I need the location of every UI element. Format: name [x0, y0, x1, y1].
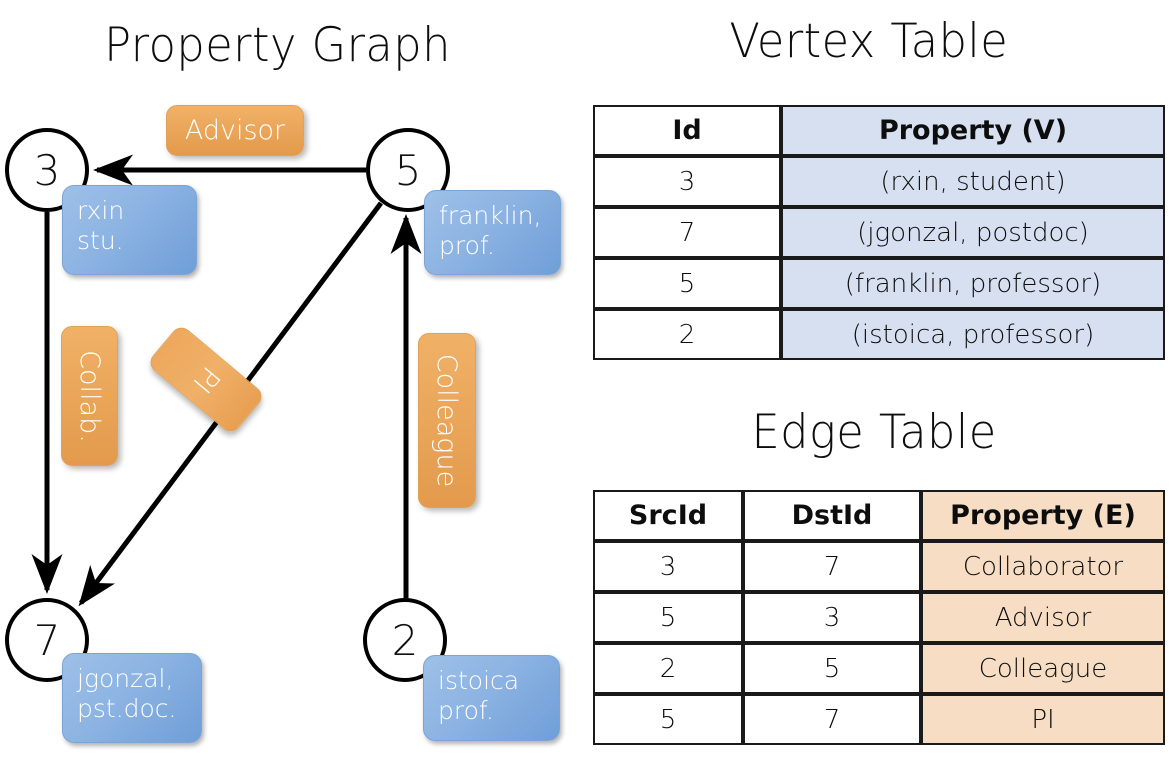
edge-cell-src: 2: [593, 643, 743, 694]
table-row[interactable]: 2 5 Colleague: [593, 643, 1165, 694]
vertex-property-box-istoica: istoica prof.: [423, 655, 560, 741]
edge-label-collab: Collab.: [61, 326, 118, 466]
vertex-cell-property: (istoica, professor): [781, 309, 1165, 360]
edge-header-dstid: DstId: [743, 490, 921, 541]
edge-cell-src: 3: [593, 541, 743, 592]
table-header-row: SrcId DstId Property (E): [593, 490, 1165, 541]
edge-label-advisor: Advisor: [166, 105, 304, 156]
table-row[interactable]: 5 7 PI: [593, 694, 1165, 745]
vertex-cell-property: (rxin, student): [781, 156, 1165, 207]
edge-label-colleague-text: Colleague: [431, 353, 463, 488]
vertex-property-box-rxin: rxin stu.: [62, 185, 197, 275]
table-row[interactable]: 7 (jgonzal, postdoc): [593, 207, 1165, 258]
vertex-cell-id: 2: [593, 309, 781, 360]
table-row[interactable]: 5 3 Advisor: [593, 592, 1165, 643]
table-row[interactable]: 2 (istoica, professor): [593, 309, 1165, 360]
property-graph-panel: Property Graph 3 5 7 2 rxin stu. frankli…: [5, 18, 561, 743]
edge-cell-property: Advisor: [921, 592, 1165, 643]
edge-cell-property: Collaborator: [921, 541, 1165, 592]
vertex-header-id: Id: [593, 105, 781, 156]
edge-header-srcid: SrcId: [593, 490, 743, 541]
edge-cell-property: Colleague: [921, 643, 1165, 694]
table-row[interactable]: 3 7 Collaborator: [593, 541, 1165, 592]
vertex-cell-property: (jgonzal, postdoc): [781, 207, 1165, 258]
vertex-cell-id: 3: [593, 156, 781, 207]
graph-node-2[interactable]: 2: [363, 598, 447, 682]
page-title-vertex-table: Vertex Table: [729, 14, 1009, 69]
edge-cell-dst: 7: [743, 694, 921, 745]
table-row[interactable]: 3 (rxin, student): [593, 156, 1165, 207]
edge-cell-src: 5: [593, 694, 743, 745]
edge-label-collab-text: Collab.: [74, 349, 105, 443]
graph-node-5[interactable]: 5: [366, 128, 450, 212]
edge-cell-dst: 3: [743, 592, 921, 643]
vertex-property-box-jgonzal: jgonzal, pst.doc.: [62, 653, 202, 743]
table-header-row: Id Property (V): [593, 105, 1165, 156]
edge-cell-dst: 5: [743, 643, 921, 694]
edge-table: SrcId DstId Property (E) 3 7 Collaborato…: [593, 490, 1165, 745]
edge-cell-dst: 7: [743, 541, 921, 592]
vertex-header-property: Property (V): [781, 105, 1165, 156]
page-title-edge-table: Edge Table: [751, 405, 997, 460]
vertex-cell-id: 5: [593, 258, 781, 309]
edge-cell-property: PI: [921, 694, 1165, 745]
vertex-property-box-franklin: franklin, prof.: [424, 190, 561, 275]
edge-label-colleague: Colleague: [418, 333, 476, 508]
vertex-cell-id: 7: [593, 207, 781, 258]
edge-label-pi-text: PI: [186, 360, 226, 399]
table-row[interactable]: 5 (franklin, professor): [593, 258, 1165, 309]
edge-cell-src: 5: [593, 592, 743, 643]
edge-label-advisor-text: Advisor: [184, 115, 286, 146]
page-title-property-graph: Property Graph: [104, 18, 451, 73]
vertex-cell-property: (franklin, professor): [781, 258, 1165, 309]
edge-header-property: Property (E): [921, 490, 1165, 541]
vertex-table: Id Property (V) 3 (rxin, student) 7 (jgo…: [593, 105, 1165, 360]
